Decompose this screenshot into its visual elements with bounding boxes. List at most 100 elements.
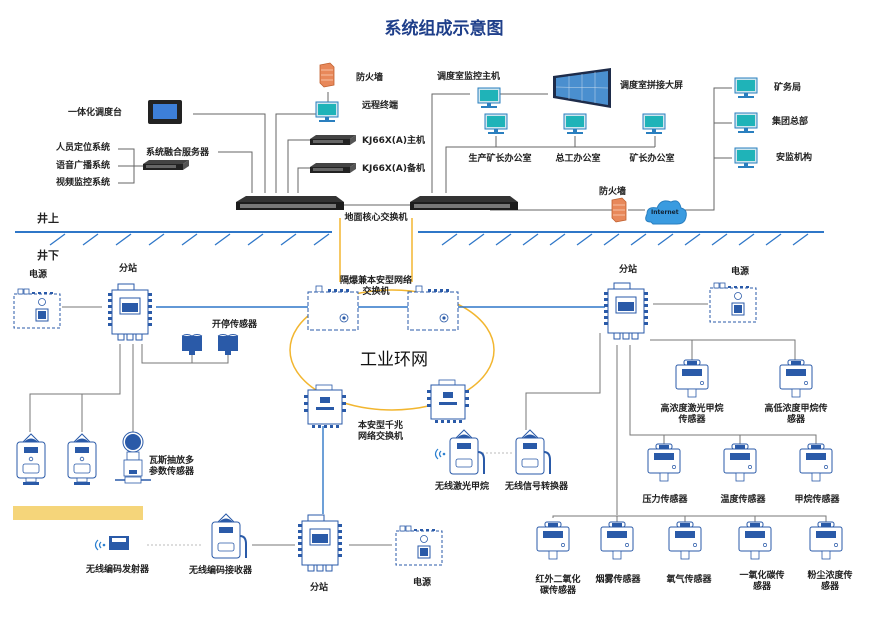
ground-hatch-mark <box>684 233 701 246</box>
zone-above-ground: 井上 <box>37 212 59 225</box>
smoke-sensor-label: 烟雾传感器 <box>595 575 641 585</box>
wireless-laser-methane-label: 无线激光甲烷 <box>435 482 490 492</box>
ground-hatch-mark <box>549 233 566 246</box>
substation-icon <box>603 282 649 340</box>
remote-site-pc-icon <box>734 77 758 99</box>
ground-hatch-mark <box>441 233 458 246</box>
wireless-rx-label: 无线编码接收器 <box>189 566 253 576</box>
ground-hatch-mark <box>765 233 782 246</box>
wireless-converter-icon <box>515 429 551 475</box>
high-low-methane-sensor-icon <box>779 359 813 398</box>
ground-hatch-mark <box>657 233 674 246</box>
kj-backup-server-icon <box>310 163 356 173</box>
power-supply-icon <box>395 525 443 566</box>
remote-site-label: 矿务局 <box>774 83 802 93</box>
pressure-sensor-icon <box>647 443 681 482</box>
ground-hatch-mark <box>214 233 231 246</box>
core-switch-label: 地面核心交换机 <box>344 213 408 223</box>
subsystem-label: 语音广播系统 <box>56 161 111 171</box>
kj-master-label: KJ66X(A)主机 <box>362 136 425 146</box>
co-sensor-label: 一氧化碳传感器 <box>739 571 785 592</box>
ground-hatch-mark <box>148 233 165 246</box>
substation-icon <box>297 514 343 572</box>
subsystem-label: 视频监控系统 <box>56 178 111 188</box>
wireless-links <box>147 452 514 546</box>
ground-hatch-mark <box>792 233 809 246</box>
power-right-label: 电源 <box>731 267 750 277</box>
ground-hatch-mark <box>115 233 132 246</box>
office-pc-icon <box>563 113 587 135</box>
internet-label: Internet <box>651 209 679 216</box>
remote-site-label: 安监机构 <box>776 153 813 163</box>
smoke-sensor-icon <box>600 521 634 560</box>
methane-sensor-icon <box>16 433 46 486</box>
gas-multi-sensor-icon <box>115 431 151 484</box>
station-right-label: 分站 <box>619 265 638 275</box>
video-wall-icon <box>553 68 611 108</box>
kj-backup-label: KJ66X(A)备机 <box>362 164 425 174</box>
office-label: 矿长办公室 <box>629 154 675 164</box>
explosion-switch-label: 隔爆兼本安型网络交换机 <box>340 276 413 297</box>
oxygen-sensor-icon <box>668 521 702 560</box>
high-low-methane-label: 高低浓度甲烷传感器 <box>764 404 828 425</box>
co2-sensor-label: 红外二氧化碳传感器 <box>535 575 581 596</box>
ground-hatch-mark <box>738 233 755 246</box>
wireless-receiver-icon <box>211 513 247 559</box>
subsystem-label: 人员定位系统 <box>56 143 111 153</box>
firewall-top-label: 防火墙 <box>356 73 384 83</box>
remote-site-pc-icon <box>734 112 758 134</box>
power-supply-icon <box>709 282 757 323</box>
dispatch-console-icon <box>148 100 182 124</box>
office-label: 生产矿长办公室 <box>468 154 532 164</box>
industrial-ring-label: 工业环网 <box>360 350 428 370</box>
ground-hatch-mark <box>495 233 512 246</box>
ground-hatch-mark <box>247 233 264 246</box>
gas-multi-sensor-label: 瓦斯抽放多参数传感器 <box>149 456 195 477</box>
core-switch-right-icon <box>410 196 518 210</box>
wireless-transmitter-icon <box>109 536 129 550</box>
high-laser-methane-sensor-icon <box>675 359 709 398</box>
fusion-server-label: 系统融合服务器 <box>146 148 210 158</box>
network-switch-icon <box>407 285 459 331</box>
wireless-laser-methane-icon <box>449 429 485 475</box>
wireless-converter-label: 无线信号转换器 <box>505 482 569 492</box>
high-laser-methane-label: 高浓度激光甲烷传感器 <box>660 404 724 425</box>
ground-hatch-mark <box>630 233 647 246</box>
firewall-right-label: 防火墙 <box>599 187 627 197</box>
station-bottom-label: 分站 <box>310 583 329 593</box>
ground-hatch-mark <box>603 233 620 246</box>
core-switch-left-icon <box>236 196 344 210</box>
remote-site-pc-icon <box>734 147 758 169</box>
oxygen-sensor-label: 氧气传感器 <box>666 575 712 585</box>
ground-hatch-mark <box>522 233 539 246</box>
methane-sensor-icon <box>67 433 97 486</box>
dust-sensor-label: 粉尘浓度传感器 <box>807 571 853 592</box>
ground-hatch-mark <box>280 233 297 246</box>
power-left-label: 电源 <box>29 270 48 280</box>
fusion-server-icon <box>143 160 189 170</box>
gigabit-switch-icon <box>426 379 470 424</box>
power-supply-icon <box>13 288 61 329</box>
surface-wires <box>118 87 732 211</box>
station-left-label: 分站 <box>119 264 138 274</box>
remote-terminal-icon <box>315 101 339 123</box>
yellow-highlight-band <box>13 506 143 520</box>
zone-underground: 井下 <box>37 249 59 262</box>
ground-hatch-mark <box>49 233 66 246</box>
ground-hatch-mark <box>313 233 330 246</box>
pressure-sensor-label: 压力传感器 <box>642 495 688 505</box>
gigabit-switch-icon <box>303 384 347 429</box>
remote-site-label: 集团总部 <box>772 117 809 127</box>
backbone-wires <box>156 306 605 514</box>
fiber-links <box>289 218 495 411</box>
methane-sensor-icon <box>799 443 833 482</box>
wireless-wave-icon <box>434 448 446 460</box>
monitor-host-icon <box>477 87 501 109</box>
onoff-sensor-icon <box>217 334 239 356</box>
onoff-sensor-icon <box>181 334 203 356</box>
firewall-icon <box>319 62 335 88</box>
office-pc-icon <box>642 113 666 135</box>
ground-hatch-mark <box>468 233 485 246</box>
dispatch-console-label: 一体化调度台 <box>68 108 123 118</box>
